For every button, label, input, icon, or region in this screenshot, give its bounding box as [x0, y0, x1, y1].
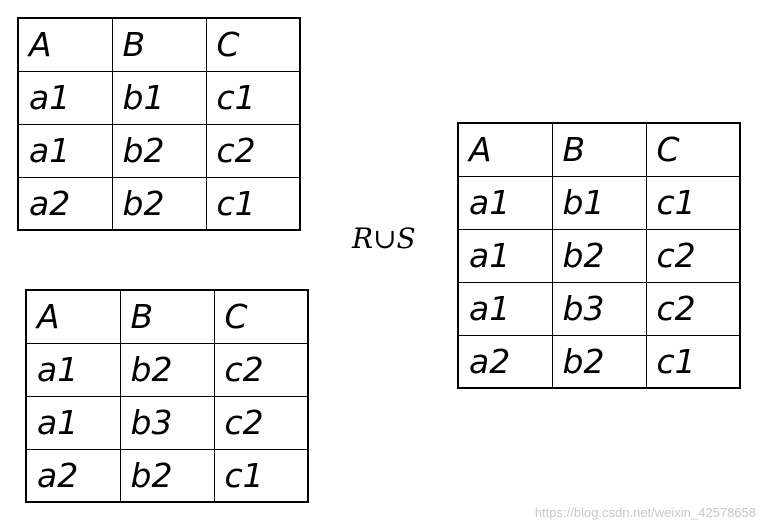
watermark-text: https://blog.csdn.net/weixin_42578658: [534, 505, 756, 520]
table-row: a1 b2 c2: [457, 228, 741, 283]
table-cell: a1: [25, 395, 121, 450]
header-cell: B: [119, 289, 215, 344]
table-cell: a1: [17, 70, 113, 125]
header-row: A B C: [457, 122, 741, 177]
table-row: a1 b3 c2: [25, 395, 309, 450]
table-row: a1 b2 c2: [25, 342, 309, 397]
table-cell: a2: [457, 334, 553, 389]
table-cell: b2: [119, 342, 215, 397]
header-cell: C: [205, 17, 301, 72]
relation-s-table: A B C a1 b2 c2 a1 b3 c2 a2 b2 c1: [25, 289, 309, 503]
header-cell: C: [213, 289, 309, 344]
table-cell: a1: [17, 123, 113, 178]
table-row: a1 b2 c2: [17, 123, 301, 178]
table-cell: b2: [111, 176, 207, 231]
table-cell: b3: [119, 395, 215, 450]
header-row: A B C: [25, 289, 309, 344]
table-cell: c2: [213, 395, 309, 450]
table-cell: a1: [25, 342, 121, 397]
table-cell: c2: [645, 281, 741, 336]
table-cell: a2: [17, 176, 113, 231]
table-cell: b1: [111, 70, 207, 125]
table-row: a2 b2 c1: [17, 176, 301, 231]
table-cell: b2: [551, 228, 647, 283]
union-result-table: A B C a1 b1 c1 a1 b2 c2 a1 b3 c2 a2 b2 c…: [457, 122, 741, 389]
table-cell: c1: [645, 334, 741, 389]
header-cell: B: [111, 17, 207, 72]
table-cell: b3: [551, 281, 647, 336]
table-cell: c2: [213, 342, 309, 397]
relation-r-table: A B C a1 b1 c1 a1 b2 c2 a2 b2 c1: [17, 17, 301, 231]
header-cell: B: [551, 122, 647, 177]
table-cell: c2: [205, 123, 301, 178]
table-cell: c2: [645, 228, 741, 283]
table-row: a2 b2 c1: [25, 448, 309, 503]
table-cell: b2: [551, 334, 647, 389]
table-row: a2 b2 c1: [457, 334, 741, 389]
table-cell: b2: [111, 123, 207, 178]
header-cell: A: [457, 122, 553, 177]
union-operation-label: R∪S: [352, 222, 416, 255]
table-cell: c1: [645, 175, 741, 230]
table-cell: c1: [205, 70, 301, 125]
header-row: A B C: [17, 17, 301, 72]
table-row: a1 b3 c2: [457, 281, 741, 336]
table-cell: b1: [551, 175, 647, 230]
table-cell: c1: [205, 176, 301, 231]
table-row: a1 b1 c1: [457, 175, 741, 230]
header-cell: C: [645, 122, 741, 177]
table-cell: a1: [457, 281, 553, 336]
table-cell: a1: [457, 228, 553, 283]
table-row: a1 b1 c1: [17, 70, 301, 125]
table-cell: b2: [119, 448, 215, 503]
header-cell: A: [25, 289, 121, 344]
table-cell: a2: [25, 448, 121, 503]
table-cell: a1: [457, 175, 553, 230]
table-cell: c1: [213, 448, 309, 503]
header-cell: A: [17, 17, 113, 72]
